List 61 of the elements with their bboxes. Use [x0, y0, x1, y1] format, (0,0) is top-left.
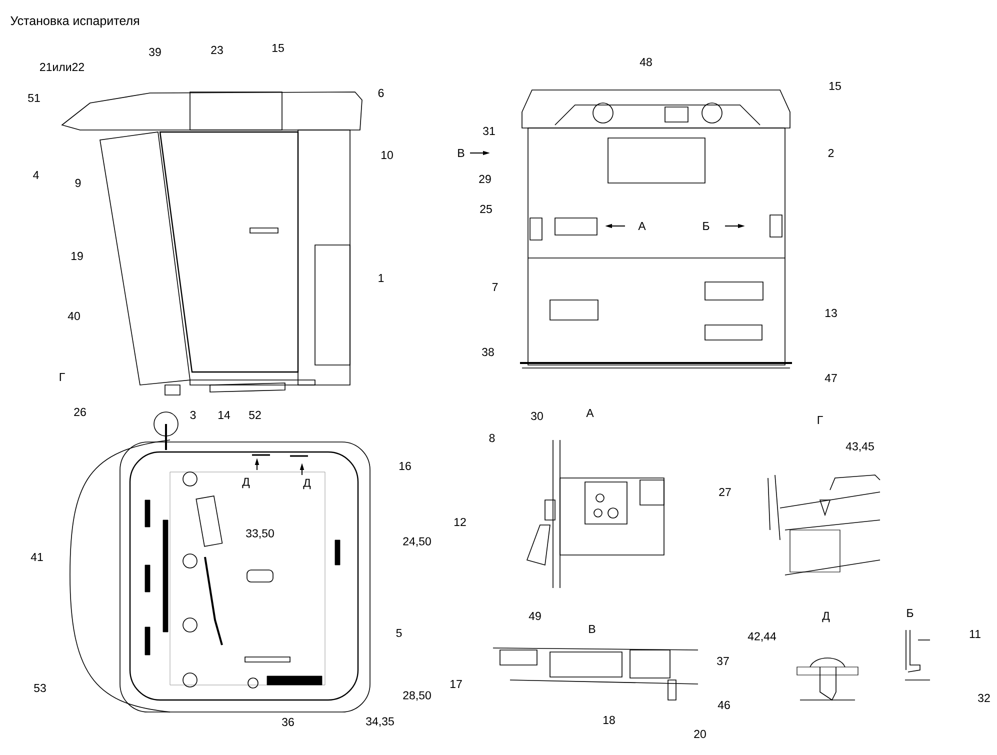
callout-number: 37 [717, 656, 729, 666]
view-letter: Д [242, 478, 250, 488]
callout-number: 24,50 [403, 537, 431, 547]
callout-number: 6 [378, 88, 384, 98]
callout-number: 28,50 [403, 691, 431, 701]
callout-number: 17 [450, 680, 462, 688]
callout-number: 29 [479, 174, 491, 184]
view-letter: Д [303, 478, 311, 490]
callout-number: 18 [603, 716, 615, 724]
callout-number: 1 [378, 274, 384, 282]
callout-number: 12 [454, 518, 466, 526]
view-letter: Г [818, 416, 823, 424]
callout-number: 36 [282, 718, 294, 726]
callout-number: 38 [482, 348, 494, 356]
callout-number: 27 [719, 488, 731, 496]
callout-number: 4 [33, 171, 39, 179]
callout-number: 13 [825, 308, 837, 318]
callout-number: 20 [694, 730, 706, 738]
callout-number: 14 [218, 411, 230, 419]
callout-number: 34,35 [366, 717, 394, 727]
callout-number: 10 [381, 150, 393, 160]
callout-number: 3 [190, 410, 196, 420]
callout-number: 11 [970, 630, 980, 638]
callout-number: 15 [829, 82, 841, 90]
callout-number: 15 [272, 44, 284, 52]
callout-number: 47 [824, 374, 837, 382]
callout-number: 23 [211, 46, 223, 54]
callout-number: 32 [978, 694, 990, 702]
callout-number: 25 [480, 204, 492, 214]
callout-number: 51 [28, 94, 40, 102]
view-letter: Б [703, 222, 710, 230]
title: Установка испарителя [10, 16, 139, 28]
callout-number: 26 [74, 408, 86, 416]
view-letter: В [589, 625, 596, 633]
view-letter: А [586, 409, 594, 417]
callout-number: 46 [718, 700, 730, 710]
callout-number: 16 [399, 462, 411, 470]
callout-number: 8 [489, 434, 495, 442]
callout-number: 30 [531, 412, 543, 420]
callout-number: 43,45 [846, 442, 874, 452]
callout-number: 41 [30, 553, 43, 561]
callout-number: 7 [492, 283, 498, 291]
view-letter: Д [822, 612, 830, 622]
callout-number: 19 [72, 252, 83, 260]
callout-number: 9 [75, 178, 81, 188]
callout-number: 21или22 [40, 62, 84, 72]
callout-number: 33,50 [246, 529, 274, 539]
callout-number: 53 [34, 684, 46, 692]
callout-number: 31 [483, 126, 495, 136]
view-letter: В [458, 149, 464, 157]
callout-number: 42,44 [748, 632, 776, 642]
view-letter: Б [907, 609, 914, 617]
callout-number: 5 [396, 629, 402, 637]
callout-number: 49 [528, 612, 541, 620]
callout-number: 52 [249, 410, 261, 420]
view-letter: А [638, 222, 646, 230]
view-letter: Г [60, 373, 65, 381]
callout-number: 39 [149, 48, 161, 56]
callout-number: 48 [640, 58, 652, 66]
callout-number: 40 [68, 312, 80, 320]
callout-number: 2 [828, 148, 834, 158]
